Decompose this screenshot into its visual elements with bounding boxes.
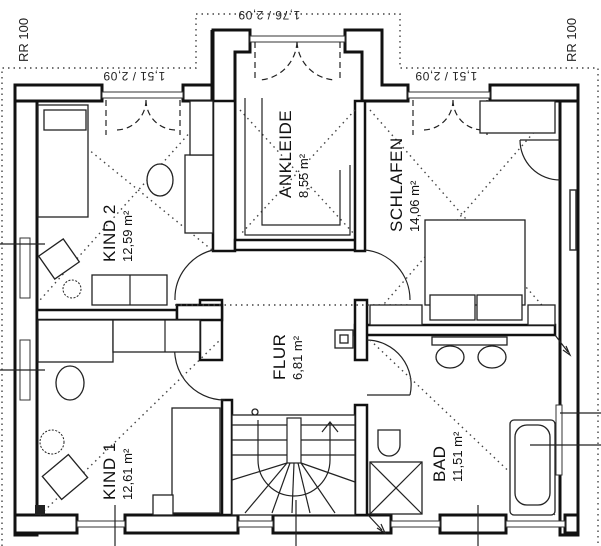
furniture-kind2: [37, 100, 214, 306]
plant-kind1: [39, 429, 65, 455]
chair-kind1: [55, 365, 85, 401]
window-dimension-kind2: 1,51 / 2,09: [103, 69, 166, 83]
furniture-ankleide: [244, 98, 351, 236]
armchair-kind1: [41, 453, 89, 501]
room-area: 12,59 m²: [120, 210, 135, 262]
furniture-schlafen: [369, 100, 556, 326]
furniture-bad: [369, 336, 556, 516]
window-dimension-schlafen: 1,51 / 2,09: [415, 69, 478, 83]
plant-kind2: [62, 279, 82, 299]
armchair-kind2: [37, 238, 81, 280]
chair-kind2: [146, 163, 174, 197]
room-label-kind1: KIND 1 12,61 m²: [100, 442, 135, 500]
interior-walls: [35, 99, 557, 517]
room-name: KIND 1: [100, 442, 119, 500]
room-area: 12,61 m²: [120, 448, 135, 500]
bed-kind1: [171, 407, 221, 514]
room-name: SCHLAFEN: [387, 137, 406, 232]
door-swings: [174, 139, 561, 401]
room-label-ankleide: ANKLEIDE 8,55 m²: [276, 110, 311, 198]
room-name: ANKLEIDE: [276, 109, 295, 198]
window-casements: [105, 41, 488, 135]
room-label-flur: FLUR 6,81 m²: [270, 334, 305, 380]
sink-left: [435, 345, 465, 369]
sink-right: [477, 345, 507, 369]
bed-schlafen: [424, 219, 526, 306]
vent-arrows: [367, 334, 572, 535]
room-label-kind2: KIND 2 12,59 m²: [100, 204, 135, 262]
room-name: FLUR: [270, 333, 289, 380]
room-diagonals: [39, 107, 556, 516]
level-marker-right: RR 100: [564, 17, 579, 62]
room-area: 8,55 m²: [296, 153, 311, 198]
room-label-bad: BAD 11,51 m²: [430, 432, 465, 482]
desk-kind2: [184, 154, 214, 234]
toilet: [377, 429, 401, 457]
window-dimension-ankleide: 1,76 / 2,09: [238, 8, 301, 22]
furniture-kind1: [35, 319, 221, 516]
chimney: [334, 329, 354, 349]
room-label-schlafen: SCHLAFEN 14,06 m²: [387, 137, 422, 232]
room-area: 11,51 m²: [450, 431, 465, 482]
outer-walls: [13, 28, 580, 537]
level-marker-left: RR 100: [16, 17, 31, 62]
room-area: 6,81 m²: [290, 335, 305, 380]
room-name: BAD: [430, 445, 449, 482]
section-lines: [0, 243, 601, 546]
room-name: KIND 2: [100, 204, 119, 262]
staircase: [231, 408, 356, 516]
room-area: 14,06 m²: [407, 180, 422, 232]
